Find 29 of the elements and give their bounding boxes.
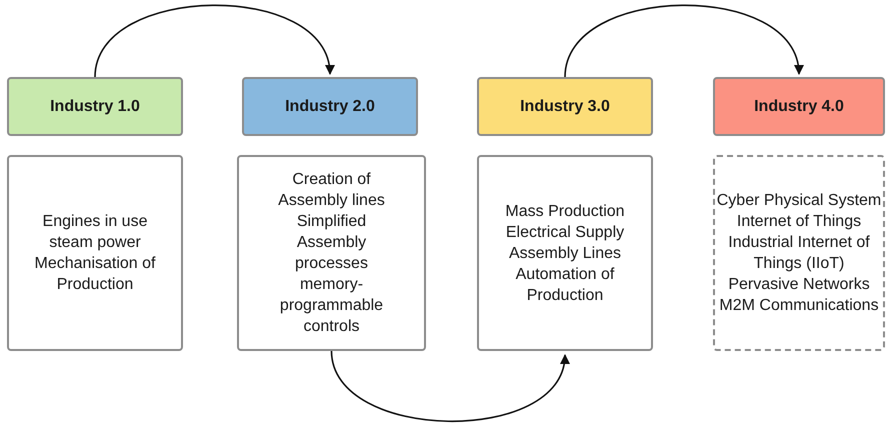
feature-text: Mass Production <box>505 202 625 222</box>
curved-arrow <box>94 4 333 78</box>
feature-text: Pervasive Networks <box>728 275 870 295</box>
feature-list-box <box>477 155 653 351</box>
feature-list-box <box>237 155 426 351</box>
stage-title: Industry 1.0 <box>50 96 140 116</box>
feature-text: memory-programmable controls <box>278 275 384 337</box>
feature-text: Industrial Internet of Things (IIoT) <box>727 233 871 274</box>
feature-text: Assembly Lines <box>508 244 622 264</box>
curved-arrow <box>330 350 568 422</box>
feature-text: M2M Communications <box>719 296 879 316</box>
feature-list-box <box>713 155 885 351</box>
feature-text: Cyber Physical System <box>716 191 882 211</box>
stage-title: Industry 3.0 <box>520 96 610 116</box>
feature-text: Internet of Things <box>736 212 862 232</box>
feature-text: Creation of Assembly lines <box>277 170 386 211</box>
feature-text: Mechanisation of Production <box>34 254 156 295</box>
stage-header-box <box>242 77 418 136</box>
curved-arrow <box>564 4 802 78</box>
feature-list-box <box>7 155 183 351</box>
feature-text: Electrical Supply <box>506 222 624 242</box>
stage-header-box <box>477 77 653 136</box>
stage-title: Industry 4.0 <box>754 96 844 116</box>
feature-text: steam power <box>49 233 141 253</box>
stage-header-box <box>7 77 183 136</box>
feature-text: Engines in use <box>42 212 148 232</box>
stage-header-box <box>713 77 885 136</box>
feature-text: Automation of Production <box>514 264 616 306</box>
stage-title: Industry 2.0 <box>285 96 375 116</box>
